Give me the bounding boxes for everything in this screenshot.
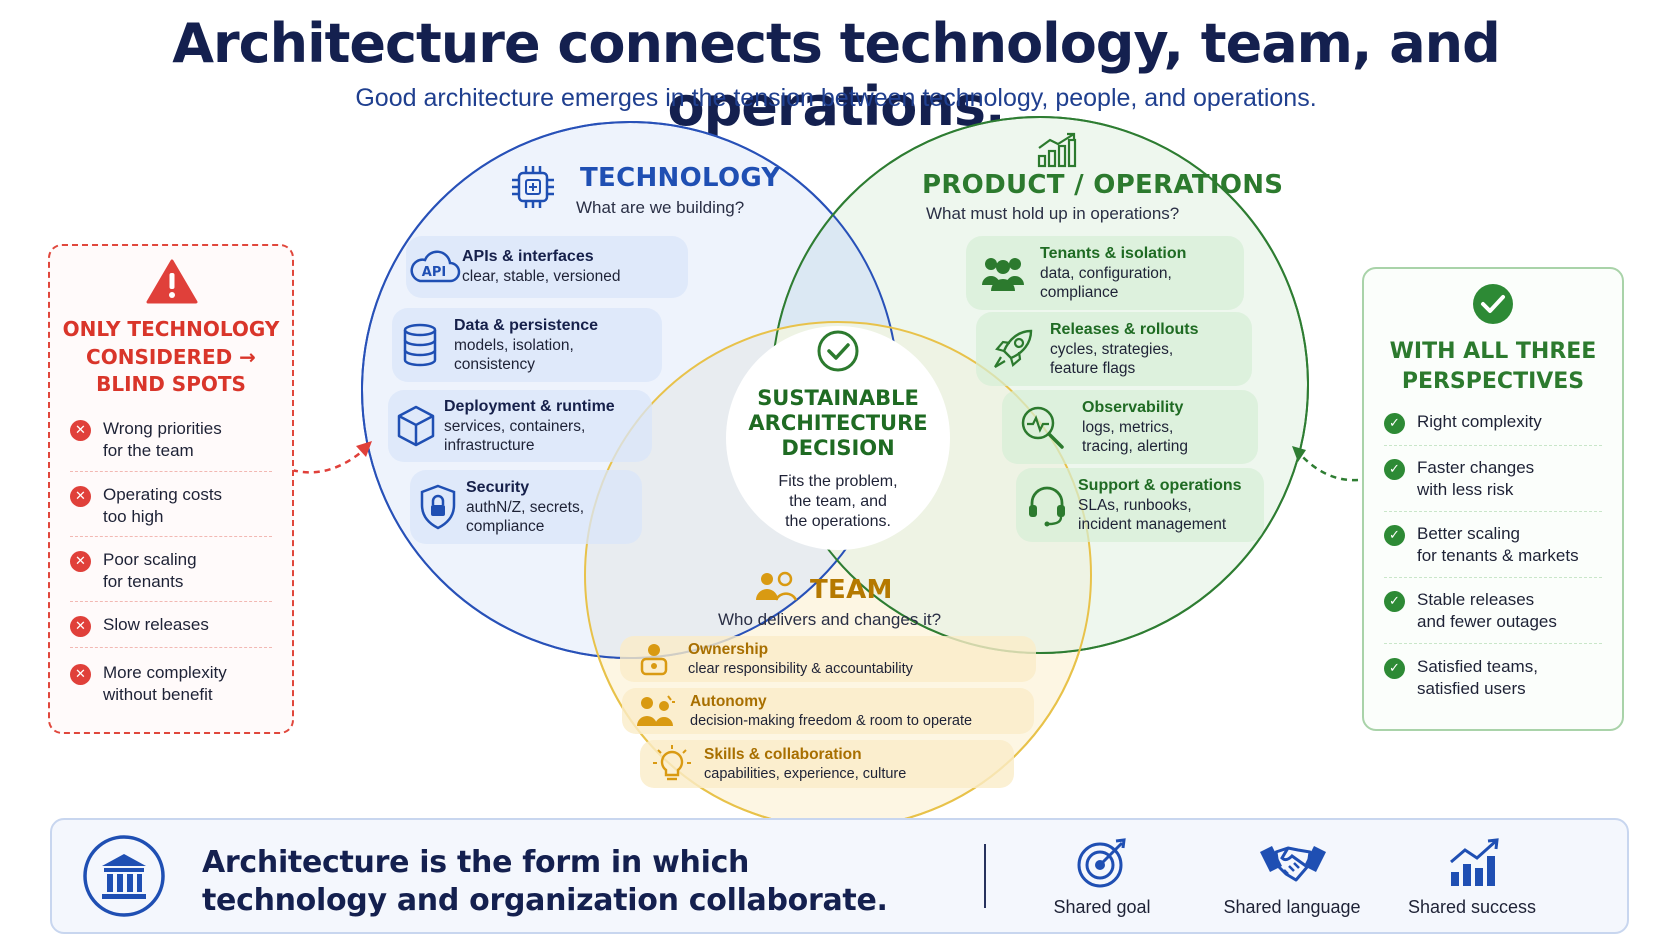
rocket-icon [976,327,1050,371]
shared-success: Shared success [1402,820,1542,932]
handshake-icon [1258,838,1328,893]
technology-question: What are we building? [576,198,745,217]
growth-chart-icon [1036,132,1080,173]
center-disc [726,326,950,550]
center-text: Fits the problem, the team, and the oper… [778,473,898,530]
blind-spot-item: ✕Slow releases [70,614,209,637]
svg-text:API: API [422,265,446,280]
warning-icon [146,258,198,309]
check-icon: ✓ [1384,525,1405,546]
owner-person-icon [620,642,688,676]
blind-spots-title: ONLY TECHNOLOGY CONSIDERED → BLIND SPOTS [62,317,280,397]
page-subtitle: Good architecture emerges in the tension… [355,84,1317,112]
x-icon: ✕ [70,616,91,637]
page-title: Architecture connects technology, team, … [172,12,1501,138]
check-icon: ✓ [1384,459,1405,480]
headset-icon [1016,483,1078,527]
check-icon: ✓ [1384,658,1405,679]
team-question: Who delivers and changes it? [718,610,942,629]
people-group-icon [966,253,1040,293]
magnifier-pulse-icon [1002,404,1082,450]
team-title: TEAM [810,575,893,605]
cpu-chip-icon [508,162,558,217]
all-perspectives-panel: WITH ALL THREE PERSPECTIVES ✓Right compl… [1362,267,1624,731]
shared-goal: Shared goal [1042,820,1162,932]
database-icon [392,322,448,368]
check-circle-icon [1472,283,1514,330]
target-icon [1076,838,1130,893]
cube-icon [388,404,444,448]
institution-icon [82,834,166,923]
operations-question: What must hold up in operations? [926,204,1180,223]
x-icon: ✕ [70,551,91,572]
technology-title: TECHNOLOGY [580,163,781,193]
benefit-item: ✓Right complexity [1384,411,1542,434]
check-icon: ✓ [1384,413,1405,434]
x-icon: ✕ [70,420,91,441]
benefit-item: ✓Satisfied teams,satisfied users [1384,656,1538,700]
banner-message: Architecture is the form in which techno… [202,845,888,919]
summary-banner: Architecture is the form in which techno… [50,818,1629,934]
team-people-icon [754,570,798,607]
blind-spots-panel: ONLY TECHNOLOGY CONSIDERED → BLIND SPOTS… [48,244,294,734]
all-perspectives-title: WITH ALL THREE PERSPECTIVES [1389,339,1597,395]
bar-growth-icon [1448,838,1502,893]
shield-lock-icon [410,483,466,531]
x-icon: ✕ [70,664,91,685]
check-icon: ✓ [1384,591,1405,612]
right-arrow [1297,451,1359,482]
center-title: SUSTAINABLE ARCHITECTURE DECISION [748,386,928,461]
left-arrow [291,447,367,474]
center-check-icon [815,328,861,379]
operations-title: PRODUCT / OPERATIONS [922,170,1284,200]
lightbulb-icon [640,744,704,784]
banner-divider [984,844,986,908]
autonomy-people-icon [622,694,690,728]
api-cloud-icon: API [406,245,462,289]
shared-language: Shared language [1202,820,1382,932]
x-icon: ✕ [70,486,91,507]
